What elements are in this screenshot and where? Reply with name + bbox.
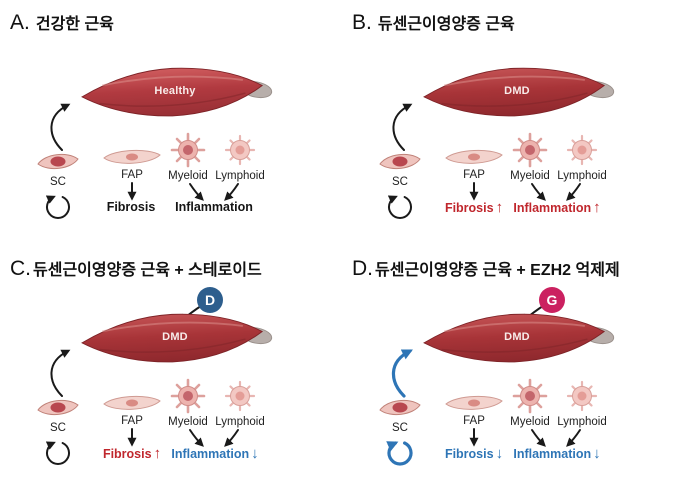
panel-letter: B. xyxy=(352,11,372,34)
self-renewal-arrow xyxy=(45,441,70,465)
myeloid-to-inflammation-arrow xyxy=(189,183,204,201)
myeloid-label: Myeloid xyxy=(510,416,550,428)
myeloid-cell-icon xyxy=(170,132,206,168)
sc-to-muscle-arrow xyxy=(392,103,413,151)
inflammation-text: Inflammation xyxy=(513,447,592,461)
sc-label: SC xyxy=(50,422,66,434)
panel-letter: A. xyxy=(10,11,30,34)
lymphoid-cell-icon xyxy=(566,134,598,166)
sc-cell-icon xyxy=(379,153,421,170)
lymphoid-to-inflammation-arrow xyxy=(566,429,581,447)
sc-label: SC xyxy=(50,176,66,188)
fibrosis-text: Fibrosis xyxy=(444,201,494,215)
fibrosis-text: Fibrosis xyxy=(444,447,494,461)
sc-label: SC xyxy=(392,422,408,434)
myeloid-label: Myeloid xyxy=(510,170,550,182)
myeloid-label: Myeloid xyxy=(168,170,208,182)
panel-d-title: D. 듀센근이영양증 근육 + EZH2 억제제 xyxy=(352,256,620,281)
panel-c: C. 듀센근이영양증 근육 + 스테로이드 D DMD SC FAP Myelo… xyxy=(0,248,358,490)
fap-cell-icon xyxy=(103,395,161,410)
fibrosis-trend-arrow: ↑ xyxy=(495,199,504,216)
panel-b-illustration xyxy=(379,62,618,219)
muscle-label: DMD xyxy=(504,85,530,97)
lymphoid-label: Lymphoid xyxy=(215,170,265,182)
ezh2-inhibitor-badge: G xyxy=(539,287,565,313)
lymphoid-label: Lymphoid xyxy=(215,416,265,428)
sc-cell-icon xyxy=(379,399,421,416)
fibrosis-text: Fibrosis xyxy=(102,447,152,461)
lymphoid-cell-icon xyxy=(224,380,256,412)
fibrosis-trend-arrow: ↓ xyxy=(495,445,504,462)
sc-cell-icon xyxy=(37,399,79,416)
fibrosis-text: Fibrosis xyxy=(106,200,156,214)
muscle-label: DMD xyxy=(504,331,530,343)
fibrosis-trend-arrow: ↑ xyxy=(153,445,162,462)
lymphoid-to-inflammation-arrow xyxy=(224,429,239,447)
self-renewal-arrow xyxy=(45,195,70,219)
fap-cell-icon xyxy=(103,149,161,164)
lymphoid-label: Lymphoid xyxy=(557,170,607,182)
fap-label: FAP xyxy=(121,169,143,181)
panel-title-text: 듀센근이영양증 근육 xyxy=(377,16,515,33)
myeloid-label: Myeloid xyxy=(168,416,208,428)
lymphoid-label: Lymphoid xyxy=(557,416,607,428)
myeloid-cell-icon xyxy=(170,378,206,414)
inflammation-text: Inflammation xyxy=(175,200,253,214)
panel-b: B. 듀센근이영양증 근육 DMD SC FAP Myeloid Lymphoi… xyxy=(342,2,700,244)
self-renewal-arrow xyxy=(387,195,412,219)
myeloid-cell-icon xyxy=(512,378,548,414)
lymphoid-to-inflammation-arrow xyxy=(566,183,581,201)
fap-label: FAP xyxy=(463,415,485,427)
fap-label: FAP xyxy=(463,169,485,181)
inflammation-label: Inflammation↓ xyxy=(171,446,258,461)
lymphoid-cell-icon xyxy=(566,380,598,412)
fap-label: FAP xyxy=(121,415,143,427)
fibrosis-label: Fibrosis↑ xyxy=(445,200,503,215)
panel-a-illustration xyxy=(37,62,276,219)
fap-cell-icon xyxy=(445,395,503,410)
myeloid-to-inflammation-arrow xyxy=(531,183,546,201)
inflammation-label: Inflammation xyxy=(175,200,255,214)
sc-label: SC xyxy=(392,176,408,188)
muscle-label: Healthy xyxy=(154,85,196,97)
sc-to-muscle-arrow xyxy=(50,103,71,151)
inflammation-trend-arrow: ↑ xyxy=(593,199,601,216)
fap-cell-icon xyxy=(445,149,503,164)
inflammation-trend-arrow: ↓ xyxy=(251,445,259,462)
steroid-badge: D xyxy=(197,287,223,313)
myeloid-to-inflammation-arrow xyxy=(531,429,546,447)
panel-d: D. 듀센근이영양증 근육 + EZH2 억제제 G DMD SC FAP My… xyxy=(342,248,700,490)
fibrosis-label: Fibrosis↓ xyxy=(445,446,503,461)
inflammation-label: Inflammation↓ xyxy=(513,446,600,461)
panel-title-text: 듀센근이영양증 근육 + EZH2 억제제 xyxy=(375,262,620,279)
inflammation-label: Inflammation↑ xyxy=(513,200,600,215)
panel-a: A. 건강한 근육 Healthy SC FAP Myeloid Lymphoi… xyxy=(0,2,358,244)
fibrosis-label: Fibrosis↑ xyxy=(103,446,161,461)
self-renewal-arrow xyxy=(386,441,413,466)
panel-letter: D. xyxy=(352,257,373,280)
inflammation-text: Inflammation xyxy=(171,447,250,461)
myeloid-cell-icon xyxy=(512,132,548,168)
fibrosis-label: Fibrosis xyxy=(107,200,158,214)
muscle-label: DMD xyxy=(162,331,188,343)
panel-title-text: 건강한 근육 xyxy=(35,16,114,33)
inflammation-text: Inflammation xyxy=(513,201,592,215)
sc-cell-icon xyxy=(37,153,79,170)
panel-b-title: B. 듀센근이영양증 근육 xyxy=(352,10,515,35)
panel-a-title: A. 건강한 근육 xyxy=(10,10,114,35)
sc-to-muscle-arrow xyxy=(391,349,413,398)
inflammation-trend-arrow: ↓ xyxy=(593,445,601,462)
myeloid-to-inflammation-arrow xyxy=(189,429,204,447)
panel-letter: C. xyxy=(10,257,31,280)
lymphoid-to-inflammation-arrow xyxy=(224,183,239,201)
panel-c-title: C. 듀센근이영양증 근육 + 스테로이드 xyxy=(10,256,262,281)
lymphoid-cell-icon xyxy=(224,134,256,166)
panel-title-text: 듀센근이영양증 근육 + 스테로이드 xyxy=(33,262,262,279)
sc-to-muscle-arrow xyxy=(50,349,71,397)
